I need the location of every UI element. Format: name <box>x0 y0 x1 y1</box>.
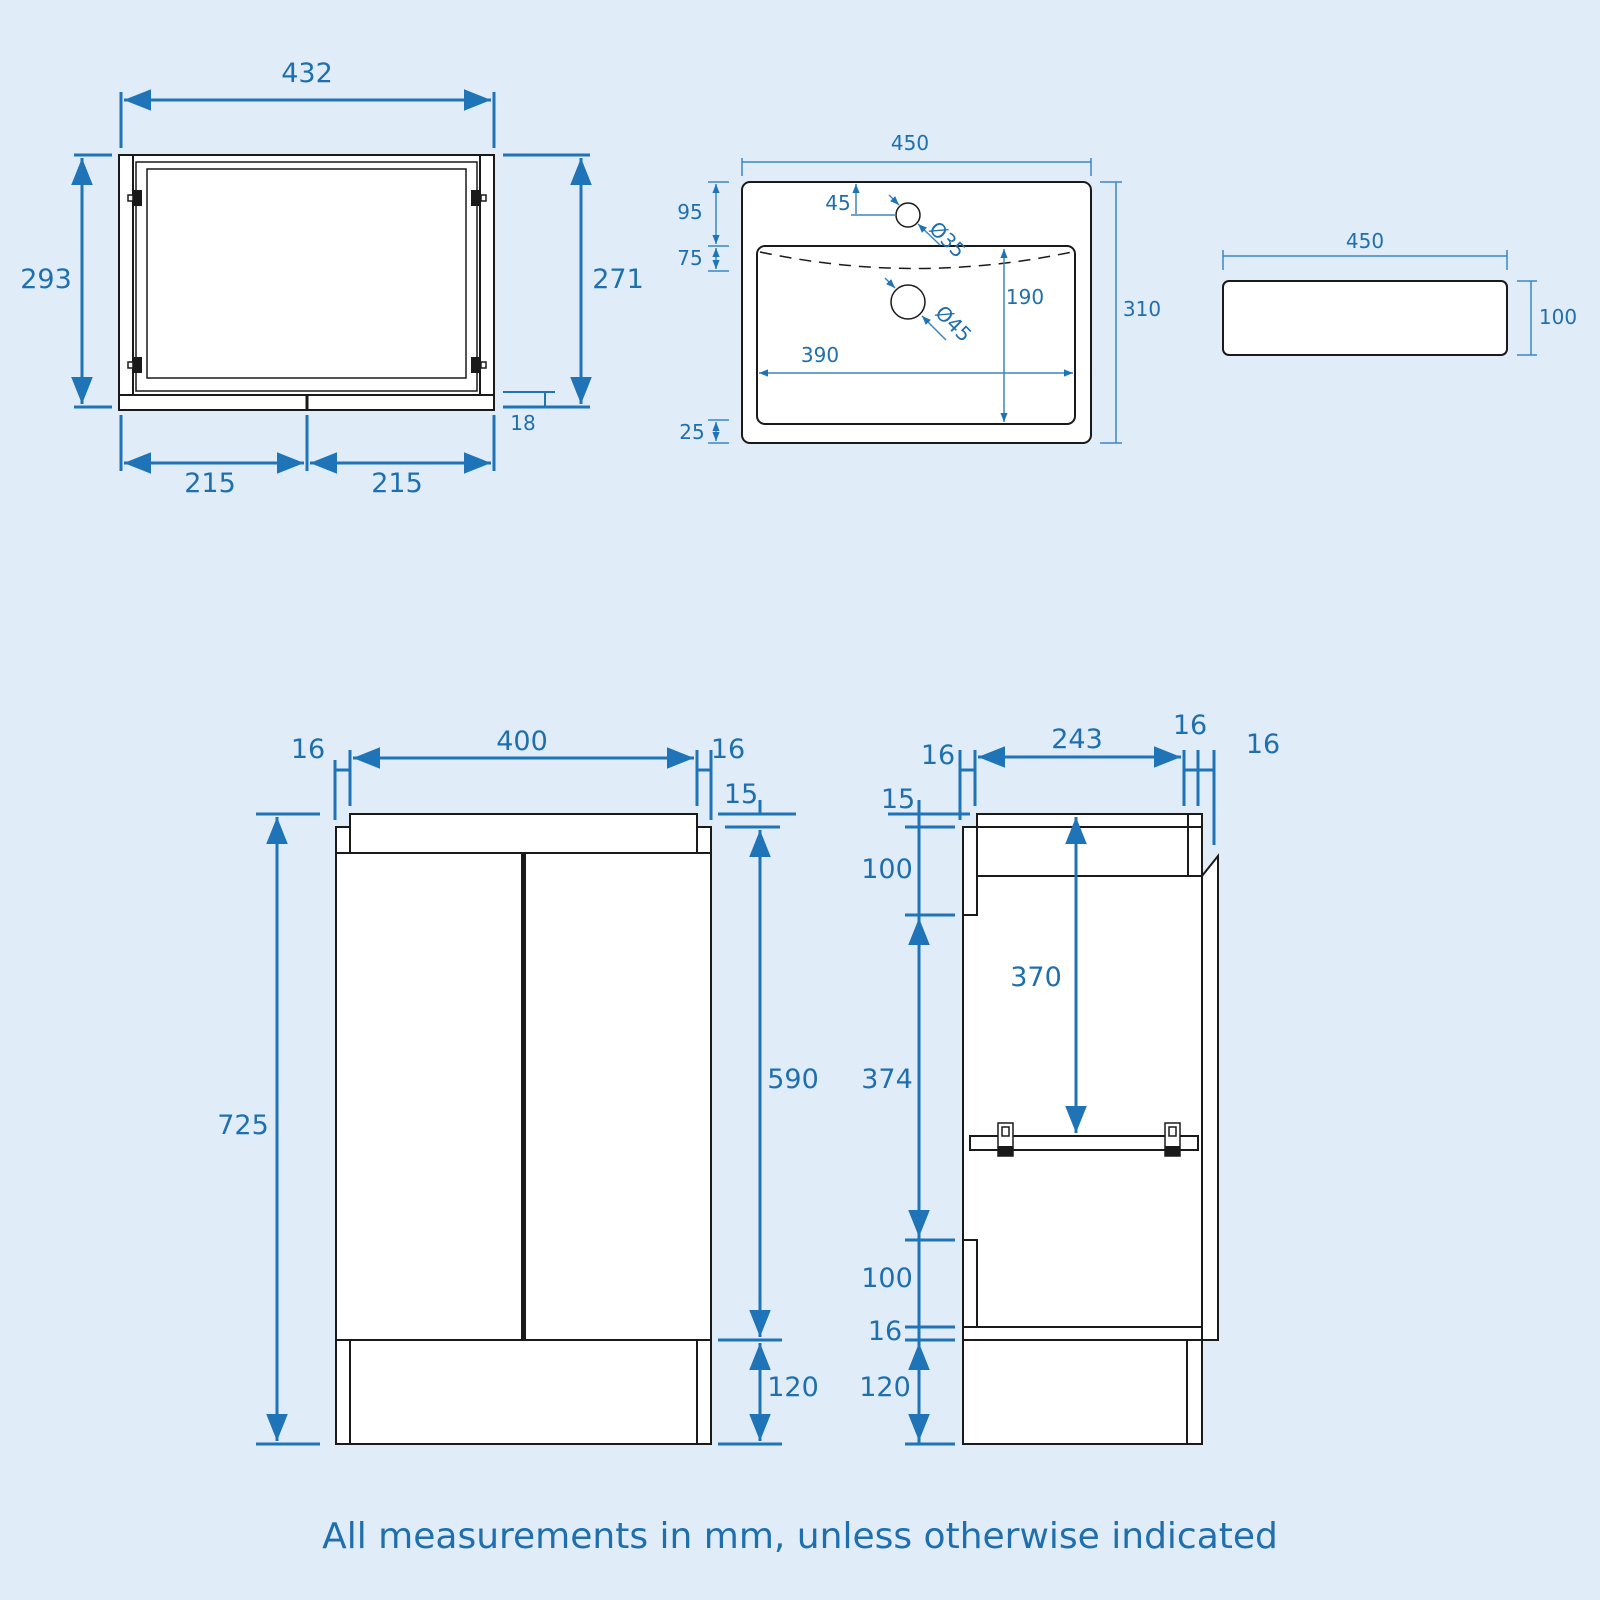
shelf <box>969 1135 1199 1151</box>
dim-basin-side-height: 100 <box>1539 305 1577 329</box>
dim-basin-bowl-width: 390 <box>801 343 839 367</box>
dim-basin-bowl-offset: 75 <box>677 246 702 270</box>
dim-side-door-thickness: 16 <box>1173 710 1207 741</box>
hinge-icon <box>471 357 487 373</box>
dim-front-total-height: 725 <box>217 1110 269 1141</box>
right-door <box>524 852 712 1341</box>
cabinet-side-view: 243 16 16 16 15 100 374 100 16 120 370 <box>859 710 1280 1446</box>
tap-hole <box>895 202 921 228</box>
cabinet-front-view: 400 16 16 15 725 590 120 <box>217 726 819 1446</box>
dim-top-half-left: 215 <box>184 468 236 499</box>
dim-front-side-right: 16 <box>711 734 745 765</box>
dim-side-lower-rail: 100 <box>861 1263 913 1294</box>
dim-basin-front-rim: 25 <box>679 420 704 444</box>
dim-side-mid-section: 374 <box>861 1064 913 1095</box>
dim-front-inner-width: 400 <box>496 726 548 757</box>
shelf-bracket-icon <box>1164 1122 1181 1157</box>
dim-side-door-outer: 16 <box>1246 729 1280 760</box>
basin-top-view: 450 310 95 75 25 45 Ø35 Ø45 190 39 <box>677 131 1161 444</box>
dim-side-base-panel: 16 <box>868 1316 902 1347</box>
dim-basin-width: 450 <box>891 131 929 155</box>
cabinet-top-view: 432 293 271 18 215 215 <box>20 58 644 499</box>
dim-top-width: 432 <box>281 58 333 89</box>
basin-edge <box>349 813 698 854</box>
dim-top-depth-right: 271 <box>592 264 644 295</box>
dim-side-top-rail: 100 <box>861 854 913 885</box>
plinth <box>335 1339 712 1445</box>
dim-top-half-right: 215 <box>371 468 423 499</box>
dim-basin-depth: 310 <box>1123 297 1161 321</box>
shelf-bracket-icon <box>997 1122 1014 1157</box>
side-plinth <box>962 1339 1203 1445</box>
dim-side-top-offset: 15 <box>881 784 915 815</box>
basin-bowl <box>756 245 1076 425</box>
side-top-rail <box>976 813 1203 877</box>
hinge-icon <box>471 190 487 206</box>
left-door <box>335 852 523 1341</box>
base-panel <box>962 1326 1203 1341</box>
hinge-icon <box>127 190 142 206</box>
dim-front-top-offset: 15 <box>724 779 758 810</box>
dim-front-door-height: 590 <box>767 1064 819 1095</box>
waste-hole <box>890 284 926 320</box>
basin-side-outline <box>1222 280 1508 356</box>
dim-side-back-panel: 16 <box>921 740 955 771</box>
dim-basin-tap-from-top: 45 <box>825 191 850 215</box>
hinge-icon <box>127 357 142 373</box>
dim-basin-bowl-depth: 190 <box>1006 285 1044 309</box>
dim-basin-side-width: 450 <box>1346 229 1384 253</box>
dim-side-inner-depth: 243 <box>1051 724 1103 755</box>
basin-side-view: 450 100 <box>1222 229 1577 356</box>
dim-front-side-left: 16 <box>291 734 325 765</box>
dim-front-plinth-height: 120 <box>767 1372 819 1403</box>
dim-top-depth-left: 293 <box>20 264 72 295</box>
dim-side-shelf-height: 370 <box>1010 962 1062 993</box>
side-door-edge <box>1201 853 1219 1341</box>
dim-side-plinth-height: 120 <box>859 1372 911 1403</box>
dim-top-plinth: 18 <box>510 411 535 435</box>
dim-basin-tap-offset: 95 <box>677 200 702 224</box>
footer-note: All measurements in mm, unless otherwise… <box>322 1516 1278 1557</box>
